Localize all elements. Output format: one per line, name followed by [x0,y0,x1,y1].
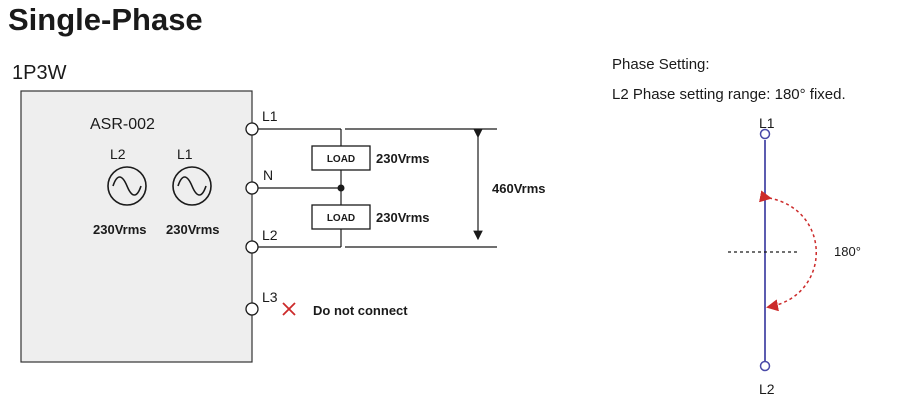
phase-setting-heading: Phase Setting: [612,56,710,73]
total-voltage-label: 460Vrms [492,181,546,196]
ac-source-icon [107,166,147,206]
source-l2: L2 230Vrms [93,146,147,237]
page-title: Single-Phase [8,2,203,37]
ac-source-icon [172,166,212,206]
terminal-l3: L3 [245,289,278,316]
wires [257,128,497,248]
terminal-l2: L2 [245,227,278,254]
terminal-n: N [245,167,273,195]
not-connect-label: Do not connect [313,303,408,318]
terminal-l1: L1 [245,108,278,136]
source-l2-label: L2 [110,146,126,162]
load-bottom: LOAD 230Vrms [311,204,430,230]
phase-bottom-node [759,360,771,372]
source-l2-voltage: 230Vrms [93,222,147,237]
load-top-voltage: 230Vrms [376,151,430,166]
load-bottom-label: LOAD [327,213,355,224]
source-l1-voltage: 230Vrms [166,222,220,237]
terminal-l2-label: L2 [262,227,278,243]
terminal-n-label: N [263,167,273,183]
wiring-type-label: 1P3W [12,62,67,84]
phase-diagram: L1 L2 180° [728,115,861,397]
load-top: LOAD 230Vrms [311,145,430,171]
phase-top-node [759,128,771,140]
device-box [20,90,253,363]
source-l1: L1 230Vrms [166,146,220,237]
load-bottom-voltage: 230Vrms [376,210,430,225]
sine-wave-icon [177,176,207,196]
phase-range-text: L2 Phase setting range: 180° fixed. [612,86,846,103]
close-icon [282,302,296,316]
device-model-label: ASR-002 [90,116,155,133]
phase-angle-label: 180° [834,244,861,259]
terminal-l3-label: L3 [262,289,278,305]
not-connect-mark: Do not connect [282,302,408,318]
total-voltage-arrow: 460Vrms [473,128,546,241]
phase-bottom-label: L2 [759,381,775,397]
terminal-l1-label: L1 [262,108,278,124]
phase-top-label: L1 [759,115,775,131]
neutral-junction-dot [337,184,345,192]
source-l1-label: L1 [177,146,193,162]
sine-wave-icon [112,176,142,196]
load-top-label: LOAD [327,154,355,165]
phase-angle-arc [759,190,817,312]
